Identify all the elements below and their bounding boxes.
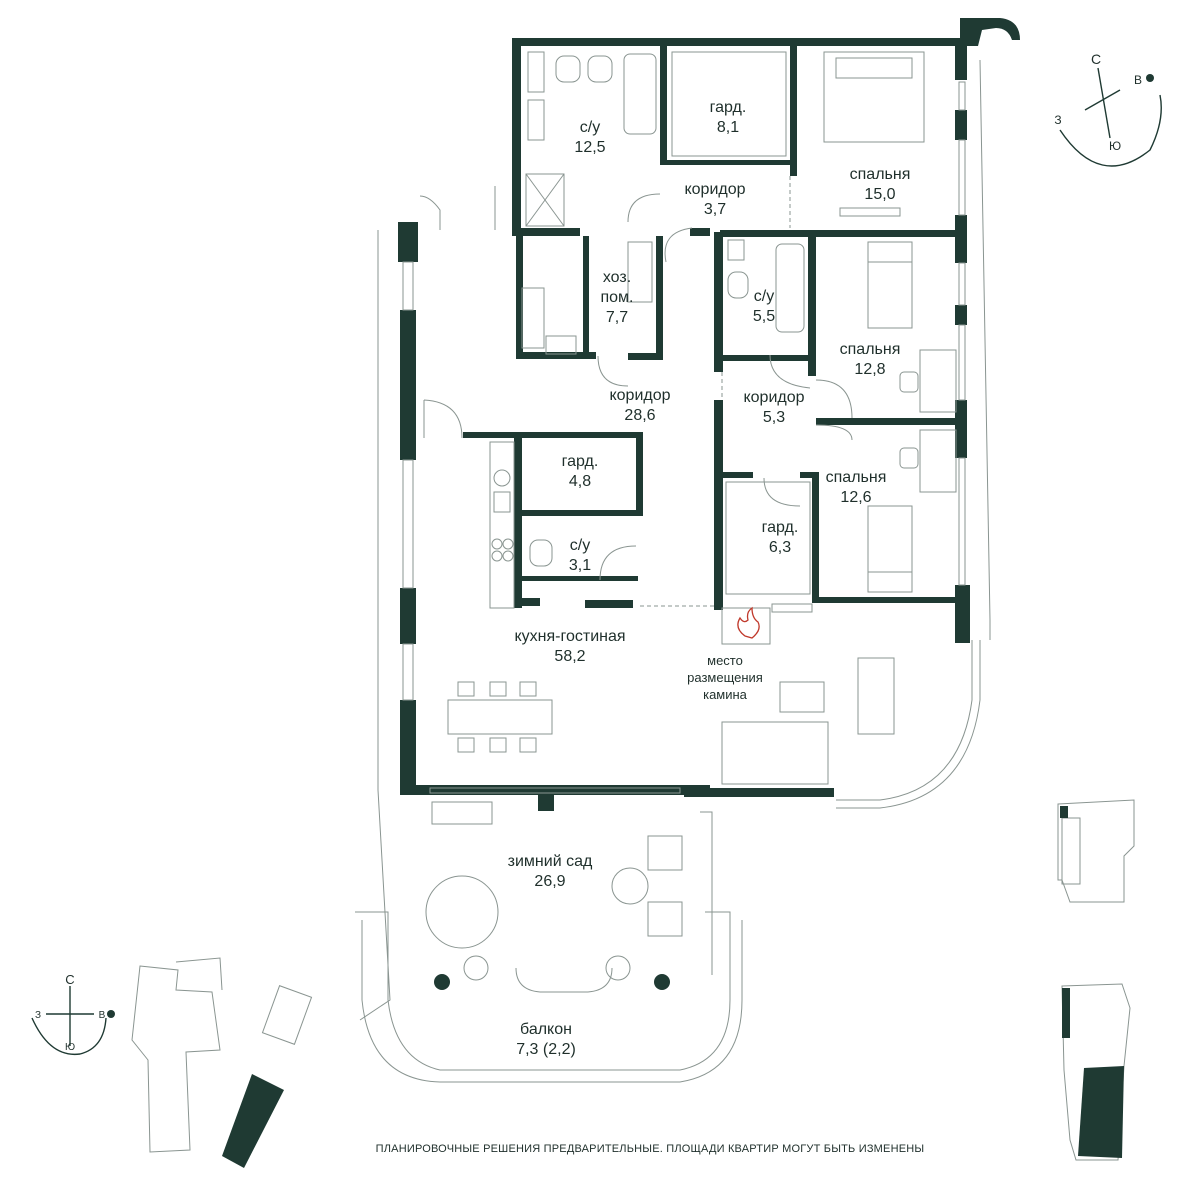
compass-south-top: Ю [1109,139,1121,153]
room-label-wardrobe2: гард.4,8 [561,453,599,490]
compass-rose-top: С В Ю З [1054,51,1162,167]
compass-east-top: В [1134,73,1142,87]
compass-rose-bottom: С В Ю З [31,972,107,1056]
compass-west-bottom: З [35,1010,41,1021]
compass-south-bottom: Ю [65,1042,75,1053]
floor-key-lower [1061,983,1131,1161]
site-plan [131,957,313,1168]
room-label-utility: хоз. пом.7,7 [600,269,634,326]
floor-key-upper [1057,799,1135,903]
compass-east-bottom: В [99,1010,106,1021]
compass-north-top: С [1091,51,1101,67]
disclaimer-note: ПЛАНИРОВОЧНЫЕ РЕШЕНИЯ ПРЕДВАРИТЕЛЬНЫЕ. П… [375,1143,925,1155]
compass-west-top: З [1054,113,1061,127]
room-label-wardrobe1: гард.8,1 [709,99,747,136]
compass-north-bottom: С [65,972,74,987]
room-label-wardrobe3: гард.6,3 [761,519,799,556]
